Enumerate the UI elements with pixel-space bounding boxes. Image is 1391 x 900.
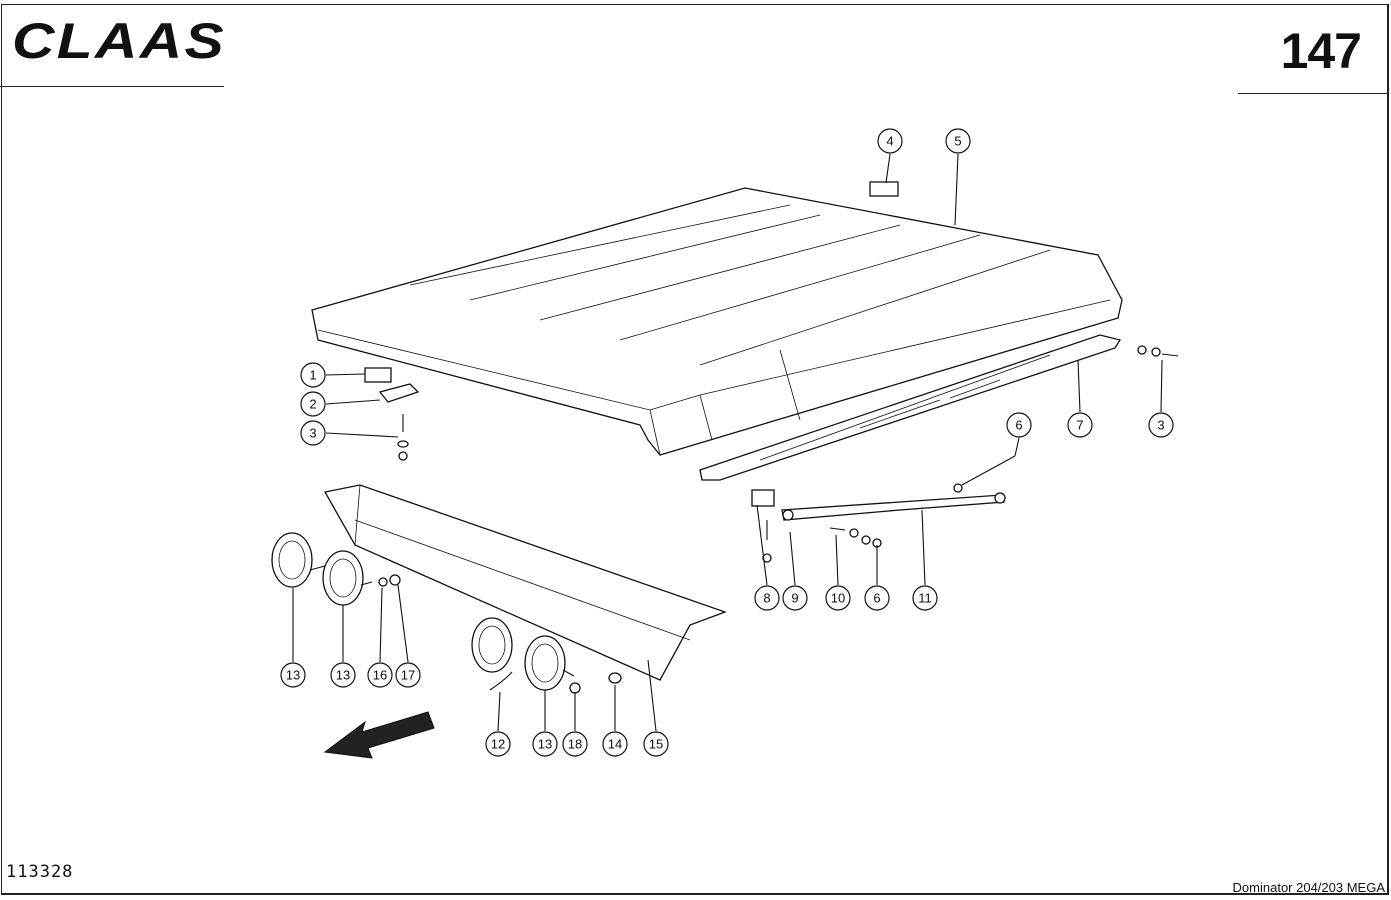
logo-text: CLAAS	[12, 18, 226, 64]
callout-label: 1	[309, 368, 316, 383]
model-name: Dominator 204/203 MEGA	[1232, 880, 1385, 895]
callout-label: 10	[831, 591, 845, 606]
callout-label: 8	[763, 591, 770, 606]
callout-17: 17	[395, 662, 421, 688]
callout-label: 13	[538, 737, 552, 752]
callout-6-lower: 6	[864, 585, 890, 611]
callout-16: 16	[367, 662, 393, 688]
callout-15: 15	[643, 731, 669, 757]
side-rail	[699, 334, 1122, 481]
callout-label: 6	[873, 591, 880, 606]
small-hardware	[364, 181, 1179, 694]
callout-10: 10	[825, 585, 851, 611]
callout-11: 11	[912, 585, 938, 611]
roof-panel	[311, 187, 1123, 456]
callout-3-left: 3	[300, 420, 326, 446]
lamp-1	[271, 532, 326, 588]
callout-2: 2	[300, 391, 326, 417]
callout-label: 14	[608, 737, 622, 752]
callout-14: 14	[602, 731, 628, 757]
callout-label: 11	[918, 591, 932, 606]
callout-label: 17	[401, 668, 415, 683]
callout-13-b: 13	[330, 662, 356, 688]
callout-7: 7	[1067, 412, 1093, 438]
callout-label: 18	[568, 737, 582, 752]
callout-12: 12	[485, 731, 511, 757]
leader-lines	[292, 153, 1163, 732]
callout-label: 16	[373, 668, 387, 683]
page-number: 147	[1280, 23, 1362, 79]
callout-label: 12	[491, 737, 505, 752]
lamp-bracket	[323, 484, 727, 681]
lamp-4	[524, 635, 575, 691]
header-rule-right	[1238, 93, 1388, 94]
lamp-3	[471, 617, 513, 673]
callout-label: 3	[1157, 418, 1164, 433]
callout-8: 8	[754, 585, 780, 611]
callout-4: 4	[877, 128, 903, 154]
direction-arrow-icon	[323, 711, 435, 759]
callout-label: 6	[1015, 418, 1022, 433]
callout-18: 18	[562, 731, 588, 757]
callout-13-a: 13	[280, 662, 306, 688]
callout-label: 4	[886, 134, 893, 149]
callout-9: 9	[782, 585, 808, 611]
callout-label: 13	[286, 668, 300, 683]
callout-label: 5	[954, 134, 961, 149]
callout-label: 15	[649, 737, 663, 752]
lamp-2	[322, 550, 373, 606]
drawing-frame	[1, 4, 1389, 895]
callout-label: 7	[1076, 418, 1083, 433]
callout-label: 2	[309, 397, 316, 412]
callout-label: 3	[309, 426, 316, 441]
callout-label: 9	[791, 591, 798, 606]
callout-5: 5	[945, 128, 971, 154]
callout-1: 1	[300, 362, 326, 388]
gas-strut	[781, 492, 1006, 521]
document-id: 113328	[6, 862, 74, 882]
callout-13-c: 13	[532, 731, 558, 757]
callout-label: 13	[336, 668, 350, 683]
callout-3-right: 3	[1148, 412, 1174, 438]
header-rule-left	[0, 86, 224, 87]
claas-logo: CLAAS	[12, 18, 226, 64]
callout-6-upper: 6	[1006, 412, 1032, 438]
